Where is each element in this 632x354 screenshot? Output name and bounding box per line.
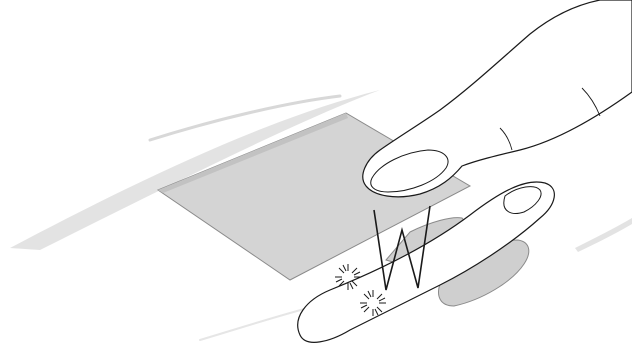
palmrest-edge-right — [575, 218, 632, 252]
finger-outline — [363, 0, 632, 197]
index-finger-icon — [363, 0, 632, 197]
